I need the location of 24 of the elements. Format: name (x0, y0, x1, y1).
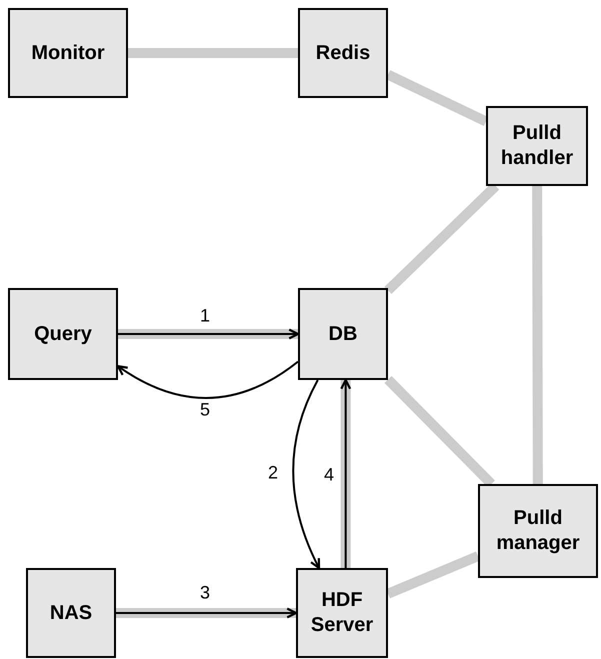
node-label: Pulld handler (500, 121, 574, 171)
process-box (298, 288, 388, 380)
node-label: Monitor (31, 40, 105, 66)
process-box (486, 106, 588, 186)
node-label: Redis (316, 40, 370, 66)
arrow (118, 328, 300, 340)
node-label: HDF Server (310, 588, 374, 638)
process-box (478, 484, 598, 578)
arrow (116, 360, 299, 399)
connector-line (532, 186, 543, 484)
arrow (340, 378, 352, 568)
process-box (298, 8, 388, 98)
process-box (26, 568, 116, 658)
node-label: DB (328, 322, 358, 346)
arrow (116, 608, 298, 618)
process-box (296, 568, 388, 658)
arrow (292, 380, 320, 570)
node-label: NAS (50, 600, 92, 626)
connector-line (128, 48, 298, 58)
process-box (8, 288, 118, 380)
connector-line (386, 551, 480, 598)
node-label: Query (34, 322, 92, 346)
node-label: Pulld manager (495, 506, 581, 556)
process-box (8, 8, 128, 98)
